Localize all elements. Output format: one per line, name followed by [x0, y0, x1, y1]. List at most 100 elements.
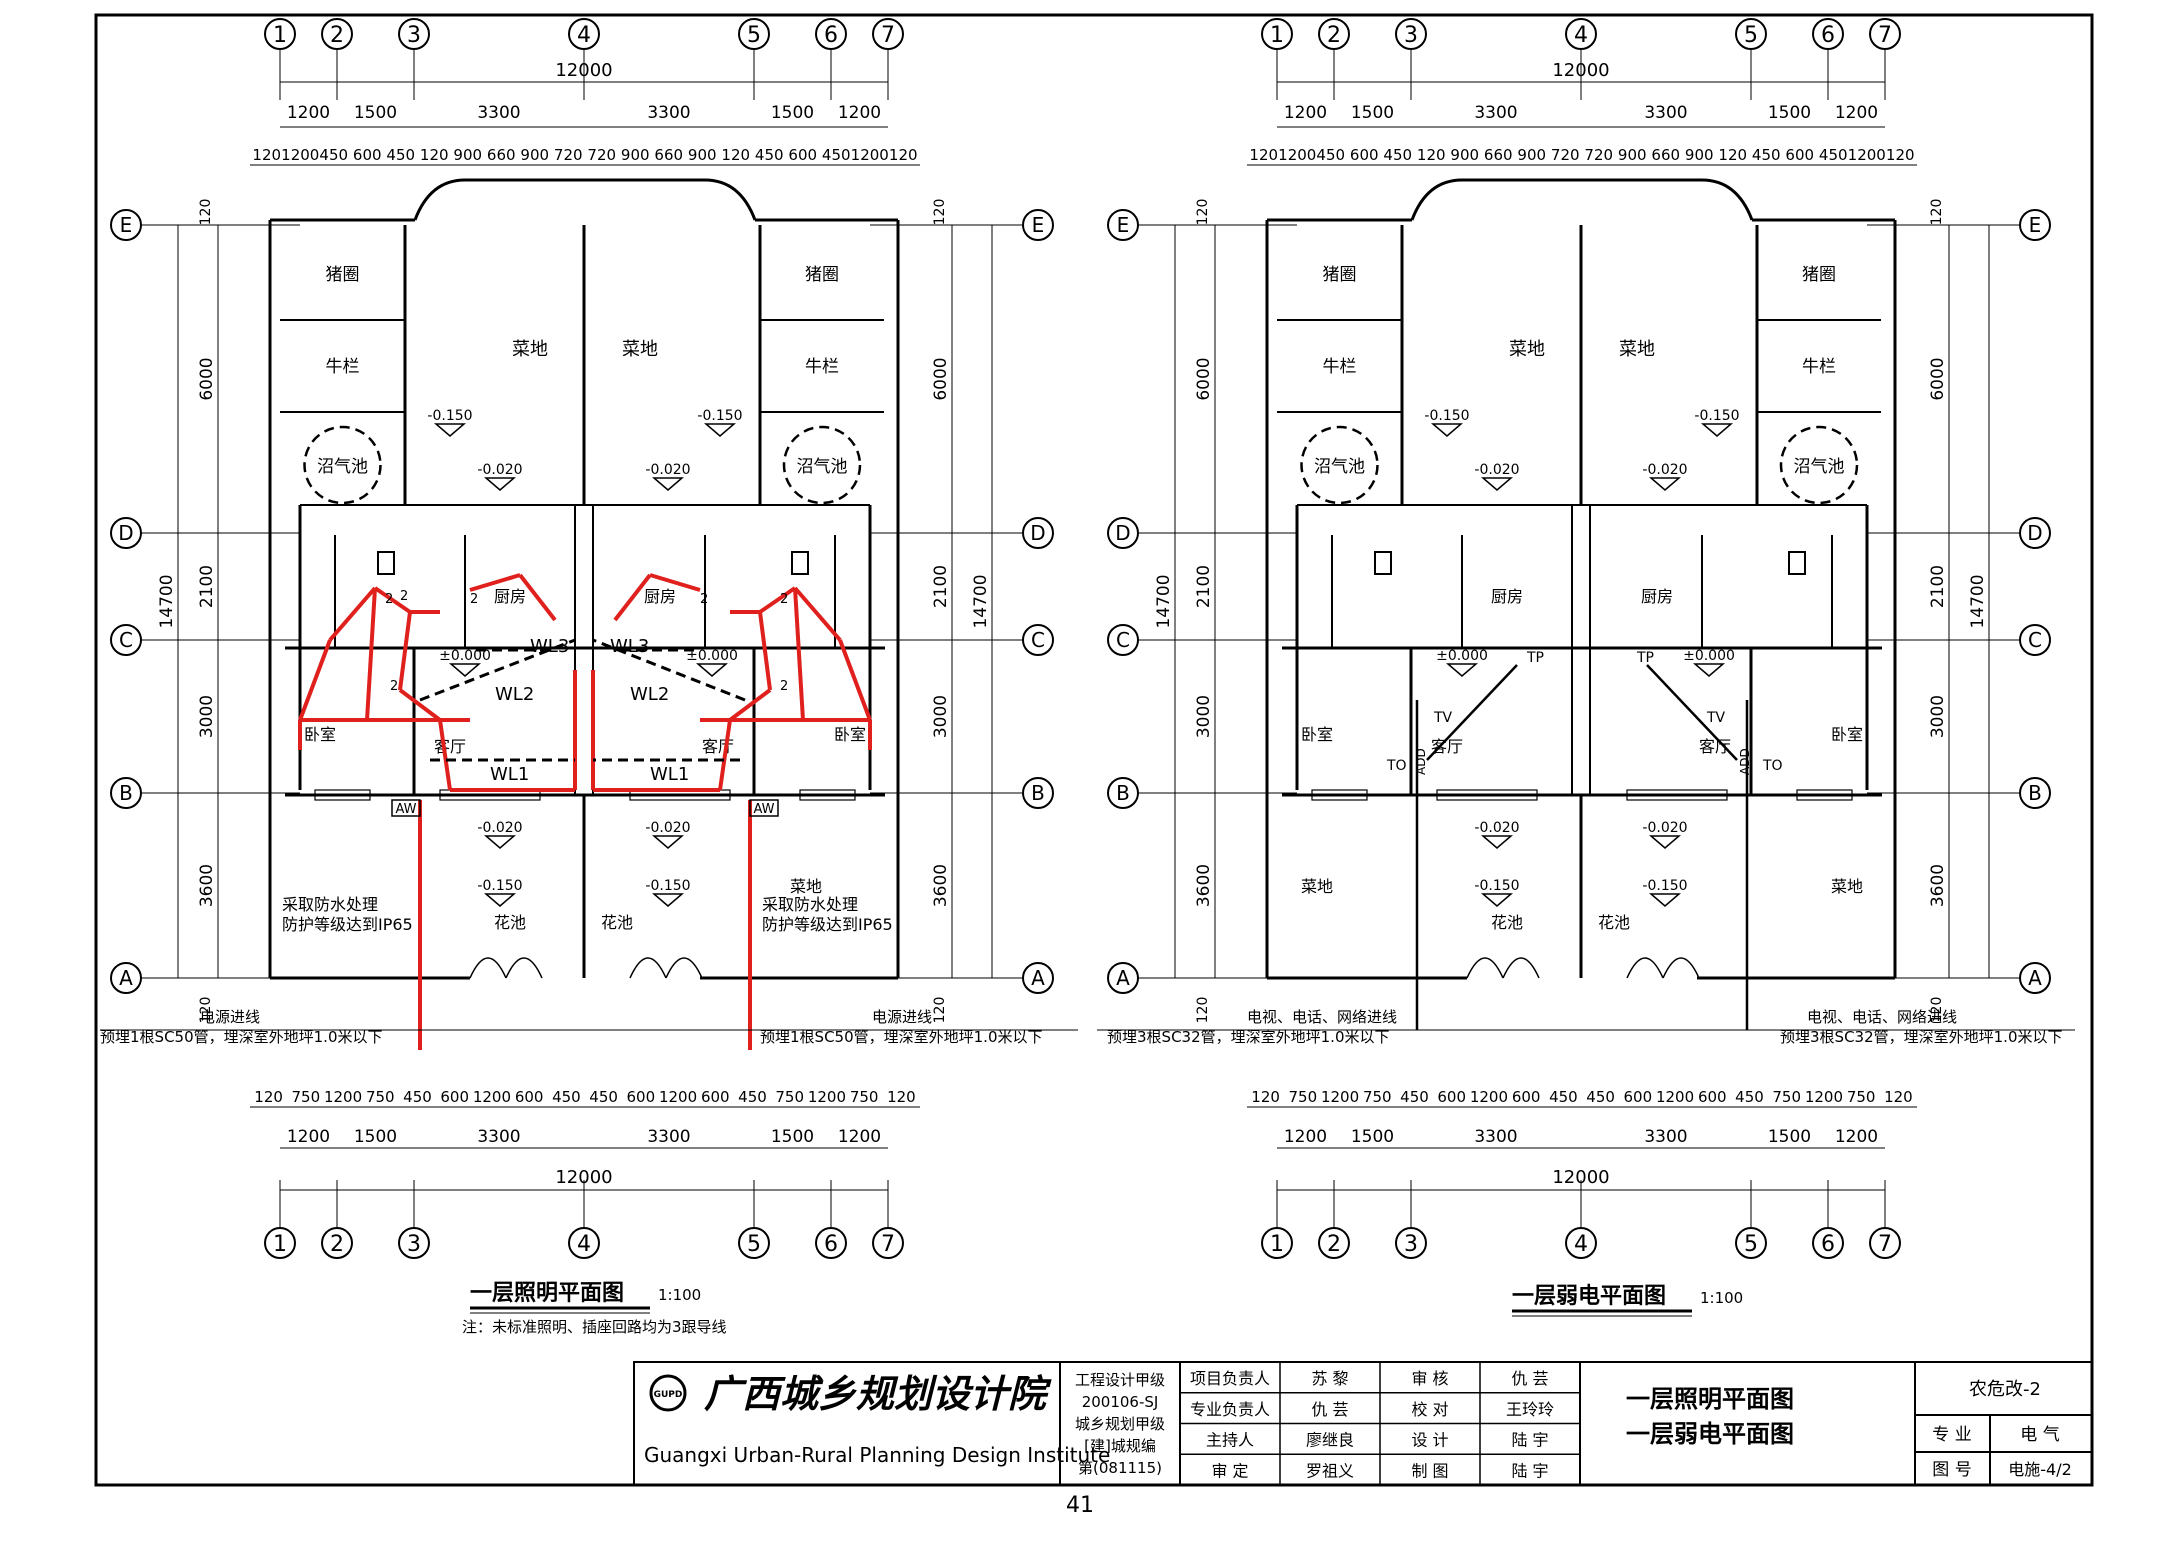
- dim-text: 3300: [1474, 1127, 1517, 1147]
- level-symbol: [448, 663, 482, 677]
- dim-text: 450: [319, 146, 348, 164]
- room-vegetable: 菜地: [1509, 339, 1545, 360]
- dim-text: 600: [1785, 146, 1814, 164]
- room-living: 客厅: [1431, 737, 1463, 756]
- dim-text: 1200: [1284, 1127, 1327, 1147]
- signal-cable: [1646, 664, 1738, 761]
- dim-text: 1200: [473, 1088, 511, 1106]
- room-cattle: 牛栏: [1323, 357, 1357, 377]
- dim-text: 1500: [1768, 103, 1811, 123]
- tp-outlet-label: TP: [1636, 650, 1654, 666]
- axis-label-left: A: [1116, 966, 1130, 990]
- dim-text: 450: [589, 1088, 618, 1106]
- level-mark: -0.020: [1642, 462, 1687, 478]
- room-living: 客厅: [434, 737, 466, 756]
- dim-text: 1500: [354, 1127, 397, 1147]
- axis-label-left: D: [1115, 521, 1130, 545]
- axis-bubble-top: [1318, 18, 1350, 50]
- room-cattle: 牛栏: [326, 357, 360, 377]
- lighting-circuit-dashed: [419, 638, 576, 702]
- dim-text: 1200: [1284, 103, 1327, 123]
- dim-text: 900: [688, 146, 717, 164]
- room-bedroom: 卧室: [1831, 725, 1863, 744]
- lighting-circuit-wire: [328, 586, 377, 642]
- dim-text: 14700: [1154, 574, 1174, 628]
- level-symbol: [1648, 477, 1682, 491]
- role-label: 制 图: [1411, 1461, 1448, 1480]
- dim-text: 450: [1316, 146, 1345, 164]
- level-symbol: [651, 477, 685, 491]
- dim-text: 450: [403, 1088, 432, 1106]
- lighting-circuit-wire: [793, 587, 805, 721]
- lighting-circuit-wire: [518, 573, 557, 622]
- level-symbol: [1648, 835, 1682, 849]
- level-symbol: [1692, 663, 1726, 677]
- axis-label-right: C: [2028, 628, 2042, 652]
- dim-text: 720: [1551, 146, 1580, 164]
- dim-text: 450: [1752, 146, 1781, 164]
- axis-label-top: 1: [1270, 23, 1284, 48]
- room-biogas: 沼气池: [1314, 457, 1365, 477]
- note-ip65: 防护等级达到IP65: [762, 915, 893, 934]
- dim-text: 12000: [555, 1167, 612, 1188]
- institute-en: Guangxi Urban-Rural Planning Design Inst…: [644, 1443, 1110, 1467]
- dim-text: 120: [887, 1088, 916, 1106]
- dim-text: 600: [1437, 1088, 1466, 1106]
- axis-label-bottom: 1: [1270, 1232, 1284, 1257]
- level-symbol: [1430, 423, 1464, 437]
- dim-text: 12000: [1552, 60, 1609, 81]
- dim-text: 1200: [838, 1127, 881, 1147]
- dim-text: 450: [1735, 1088, 1764, 1106]
- level-symbol: [483, 477, 517, 491]
- window: [314, 789, 371, 801]
- axis-label-right: E: [1032, 213, 1045, 237]
- dim-text: 600: [1512, 1088, 1541, 1106]
- dim-text: 1500: [1351, 103, 1394, 123]
- role-label: 审 核: [1411, 1369, 1448, 1388]
- signature-table: 项目负责人苏 黎审 核仇 芸专业负责人仇 芸校 对王玲玲主持人廖继良设 计陆 宇…: [1180, 1362, 1580, 1485]
- role-name: 苏 黎: [1311, 1369, 1348, 1388]
- dim-text: 450: [386, 146, 415, 164]
- level-mark: -0.020: [1474, 462, 1519, 478]
- lighting-circuit-wire: [718, 719, 732, 791]
- dim-text: 750: [775, 1088, 804, 1106]
- room-flower: 花池: [1491, 913, 1523, 932]
- lighting-circuit-wire: [438, 719, 452, 791]
- role-name: 仇 芸: [1511, 1369, 1548, 1388]
- signal-cable: [1426, 664, 1518, 761]
- level-symbol: [703, 423, 737, 437]
- dim-text: 3600: [1194, 864, 1214, 907]
- dim-text: 3300: [1474, 103, 1517, 123]
- dim-text: 660: [1651, 146, 1680, 164]
- dim-text: 900: [1450, 146, 1479, 164]
- dim-text: 3300: [477, 103, 520, 123]
- certificate-line: [建]城规编: [1084, 1437, 1156, 1455]
- dim-text: 120: [1886, 146, 1915, 164]
- drawing-title-1: 一层照明平面图: [1626, 1385, 1794, 1413]
- dim-text: 750: [1363, 1088, 1392, 1106]
- lighting-circuit-wire: [793, 586, 842, 642]
- circuit-wl3-label: WL3: [610, 636, 649, 657]
- distribution-box-label: AW: [395, 802, 416, 817]
- role-name: 陆 宇: [1511, 1431, 1548, 1450]
- axis-label-top: 2: [1327, 23, 1341, 48]
- axis-label-right: D: [1030, 521, 1045, 545]
- drawing-no-label: 图 号: [1932, 1460, 1971, 1480]
- level-mark: -0.020: [1474, 820, 1519, 836]
- axis-label-bottom: 6: [1821, 1232, 1835, 1257]
- dim-text: 12000: [555, 60, 612, 81]
- biogas-tank-icon: [1300, 425, 1379, 505]
- dim-text: 1500: [1768, 1127, 1811, 1147]
- dim-text: 450: [552, 1088, 581, 1106]
- wire-count-mark: 2: [390, 679, 398, 694]
- axis-label-bottom: 1: [273, 1232, 287, 1257]
- wall-arch: [413, 178, 757, 221]
- note-weak-in: 电视、电话、网络进线: [1807, 1008, 1957, 1026]
- axis-label-left: C: [119, 628, 133, 652]
- axis-label-right: E: [2029, 213, 2042, 237]
- dim-text: 660: [654, 146, 683, 164]
- axis-label-top: 6: [824, 23, 838, 48]
- institute-logo: GUPD 广西城乡规划设计院 Guangxi Urban-Rural Plann…: [644, 1372, 1110, 1467]
